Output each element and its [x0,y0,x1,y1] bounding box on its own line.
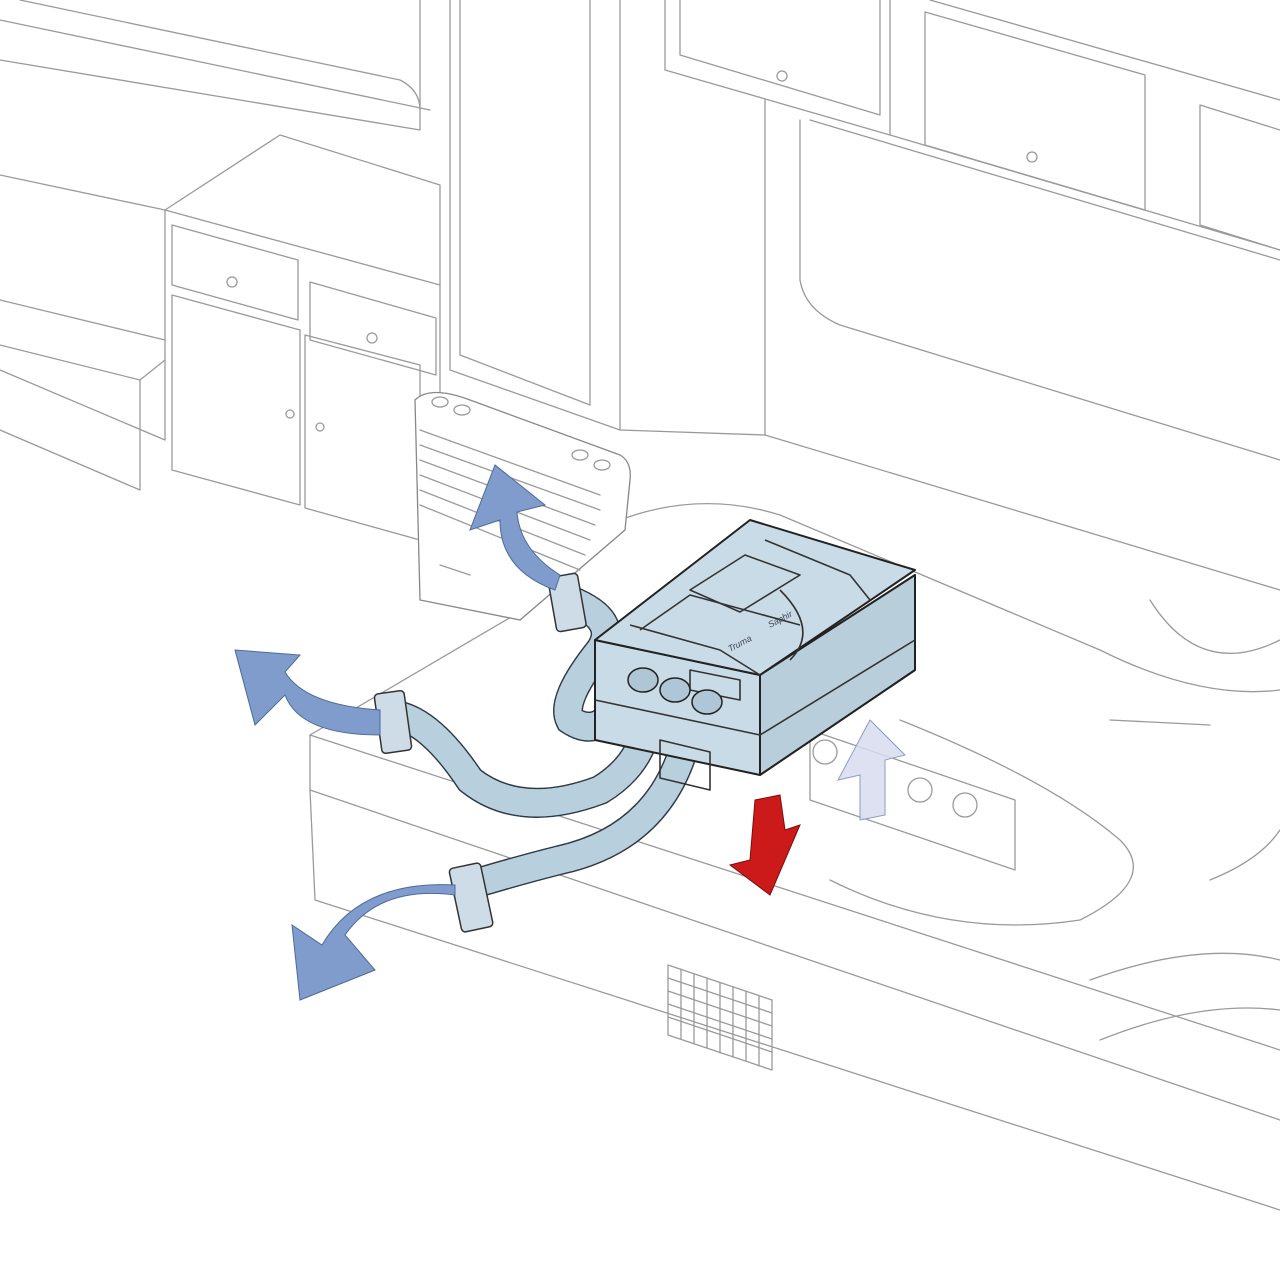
warm-air-arrow-2 [234,649,381,736]
floor-vent-grille-icon [667,964,773,1071]
warm-air-arrow-3 [291,884,456,1001]
vehicle-interior-background [0,0,1280,1211]
heater-unit: Saphir Truma [594,519,916,791]
exhaust-down-arrow [728,794,801,896]
warm-air-arrow-1 [469,464,561,591]
intake-up-arrow [837,719,906,821]
